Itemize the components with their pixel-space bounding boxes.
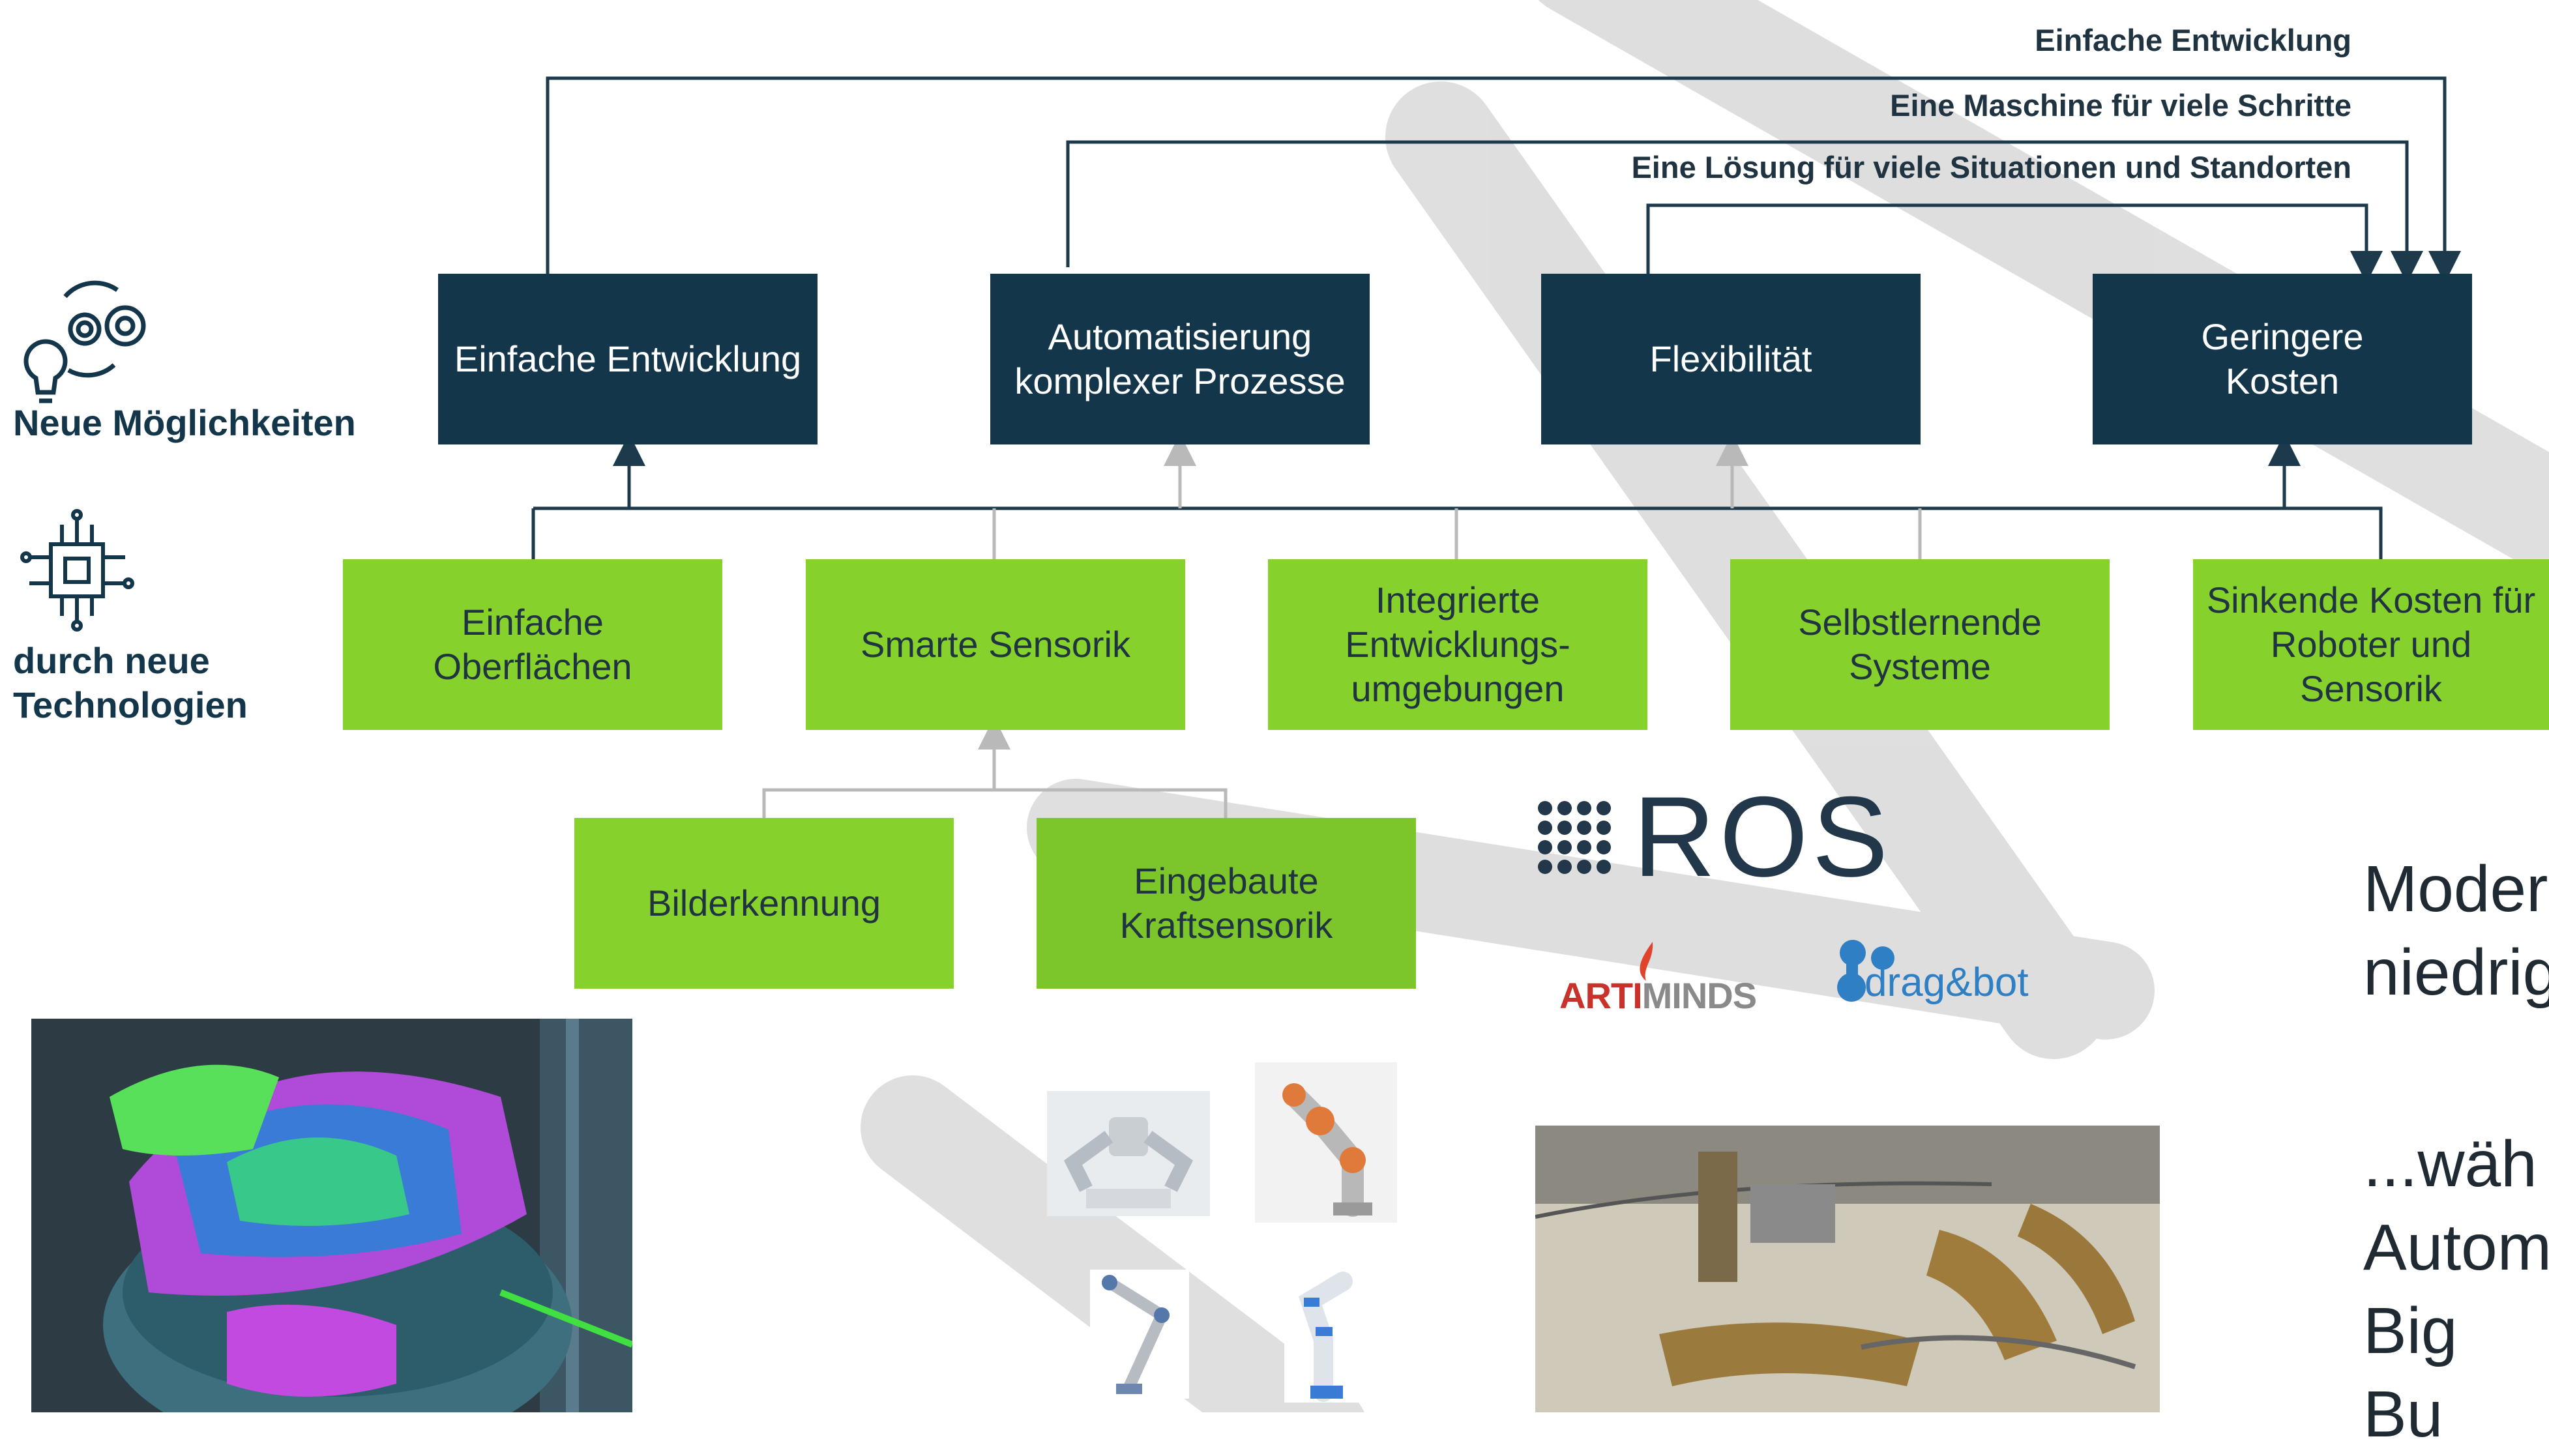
artiminds-logo: ARTIMINDS <box>1559 974 1757 1017</box>
artiminds-flame-icon <box>1640 942 1653 981</box>
caption-one-machine: Eine Maschine für viele Schritte <box>1890 88 2351 123</box>
robot-cobot-image <box>1284 1268 1374 1403</box>
benefit-simple-development: Einfache Entwicklung <box>438 274 818 444</box>
tech-integrated-ide: Integrierte Entwicklungs- umgebungen <box>1268 559 1647 730</box>
ros-logo-text: ROS <box>1633 774 1893 901</box>
machined-parts-image <box>1535 1126 2160 1412</box>
lightbulb-gears-icon <box>23 280 146 403</box>
robot-kuka-image <box>1255 1062 1397 1223</box>
tech-self-learning: Selbstlernende Systeme <box>1730 559 2110 730</box>
benefit-flexibility: Flexibilität <box>1541 274 1921 444</box>
robot-ur-image <box>1090 1270 1189 1399</box>
caption-simple-development: Einfache Entwicklung <box>2035 23 2351 57</box>
robot-yumi-image <box>1047 1091 1210 1216</box>
artiminds-logo-arti: ARTI <box>1559 975 1643 1016</box>
point-cloud-image <box>31 1019 632 1412</box>
sensor-force-sensing: Eingebaute Kraftsensorik <box>1037 818 1416 989</box>
right-text-block-2: ...wäh Autom Big Bu <box>2363 1128 2549 1451</box>
possibilities-label: Neue Möglichkeiten <box>13 402 356 443</box>
tech-falling-costs: Sinkende Kosten für Roboter und Sensorik <box>2193 559 2549 730</box>
connector-lines <box>531 76 2461 818</box>
dragbot-logo-text: drag&bot <box>1864 960 2029 1005</box>
dragbot-logo-icon <box>1837 940 1894 1002</box>
technologies-label: durch neue Technologien <box>13 640 248 725</box>
artiminds-logo-minds: MINDS <box>1642 975 1757 1016</box>
caption-one-solution: Eine Lösung für viele Situationen und St… <box>1631 150 2351 184</box>
benefit-lower-costs: Geringere Kosten <box>2093 274 2472 444</box>
tech-simple-interfaces: Einfache Oberflächen <box>343 559 722 730</box>
right-text-block-1: Moder niedrig <box>2363 852 2549 1009</box>
ros-logo-dots-icon <box>1538 801 1611 874</box>
tech-smart-sensors: Smarte Sensorik <box>806 559 1185 730</box>
circuit-chip-icon <box>20 509 134 632</box>
sensor-image-recognition: Bilderkennung <box>574 818 954 989</box>
benefit-automation-complex: Automatisierung komplexer Prozesse <box>990 274 1370 444</box>
